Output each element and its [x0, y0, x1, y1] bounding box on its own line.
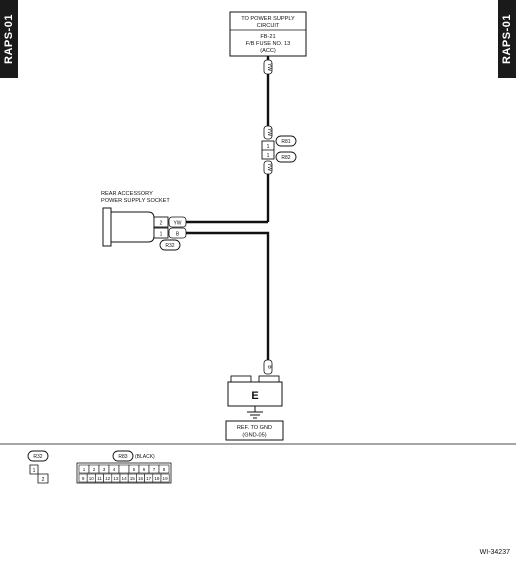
r83-pin-number: 4: [113, 467, 116, 472]
svg-text:1: 1: [33, 468, 36, 474]
ground-ref-line1: REF. TO GND: [237, 425, 272, 431]
power-box-line2: CIRCUIT: [257, 23, 280, 29]
accessory-socket: REAR ACCESSORY POWER SUPPLY SOCKET 2 1 Y…: [101, 191, 187, 251]
conn-r32-label: R32: [165, 243, 174, 249]
conn-r81-label: R81: [281, 139, 290, 145]
svg-text:2: 2: [160, 221, 163, 227]
r83-pin-number: 10: [89, 476, 95, 481]
svg-text:B: B: [176, 232, 180, 238]
wire-b-ground: [186, 231, 270, 360]
power-box-line4: F/B FUSE NO. 13: [246, 41, 290, 47]
power-supply-box: TO POWER SUPPLY CIRCUIT FB-21 F/B FUSE N…: [229, 11, 307, 57]
svg-text:YW: YW: [266, 163, 272, 171]
r83-pin-number: 6: [143, 467, 146, 472]
power-box-line3: FB-21: [260, 34, 275, 40]
r83-pin-cell: [160, 473, 170, 483]
svg-text:R32: R32: [33, 454, 42, 460]
r83-pin-number: 5: [133, 467, 136, 472]
svg-text:YW: YW: [173, 221, 181, 227]
r83-pin-number: 18: [154, 476, 160, 481]
ground-symbol-label: E: [251, 390, 258, 402]
conn-r82-label: R82: [281, 155, 290, 161]
joint-connector: YW 1 1 YW R81 R82: [261, 125, 297, 175]
r83-pin-cell: [118, 464, 130, 474]
r83-pin-number: 14: [122, 476, 128, 481]
r83-pin-cell: [158, 464, 170, 474]
svg-text:(BLACK): (BLACK): [135, 454, 155, 460]
ground-ref-line2: (GND-05): [242, 433, 266, 439]
r83-pin-number: 11: [97, 476, 102, 481]
r83-pin-number: 8: [163, 467, 166, 472]
svg-text:B: B: [266, 365, 272, 369]
svg-text:1: 1: [160, 232, 163, 238]
r83-pin-number: 13: [113, 476, 119, 481]
power-box-line5: (ACC): [260, 48, 276, 54]
svg-text:1: 1: [267, 144, 270, 150]
socket-name-line2: POWER SUPPLY SOCKET: [101, 198, 170, 204]
svg-text:R83: R83: [118, 454, 127, 460]
wire-label-top: YW: [263, 59, 273, 75]
legend-connector-r32: R32 1 2: [27, 450, 49, 484]
r83-pin-number: 12: [105, 476, 111, 481]
svg-text:YW: YW: [266, 128, 272, 136]
svg-text:1: 1: [267, 153, 270, 159]
svg-text:YW: YW: [266, 63, 272, 71]
r83-pin-number: 1: [83, 467, 86, 472]
r83-pin-number: 16: [138, 476, 144, 481]
r83-pin-number: 9: [82, 476, 85, 481]
r83-pin-number: 7: [153, 467, 156, 472]
socket-name-line1: REAR ACCESSORY: [101, 191, 153, 197]
svg-text:2: 2: [42, 477, 45, 483]
power-box-line1: TO POWER SUPPLY: [241, 16, 295, 22]
r83-pin-row1: 1 2 3 4 5 6 7 8: [78, 464, 170, 474]
r83-pin-number: 2: [93, 467, 96, 472]
r83-pin-number: 15: [130, 476, 136, 481]
ground-terminal: B E REF. TO GND (GND-05): [225, 359, 284, 441]
r83-pin-number: 3: [103, 467, 106, 472]
r83-pin-number: 17: [146, 476, 152, 481]
figure-id: WI-34237: [480, 549, 510, 556]
r83-pin-number: 19: [163, 476, 169, 481]
